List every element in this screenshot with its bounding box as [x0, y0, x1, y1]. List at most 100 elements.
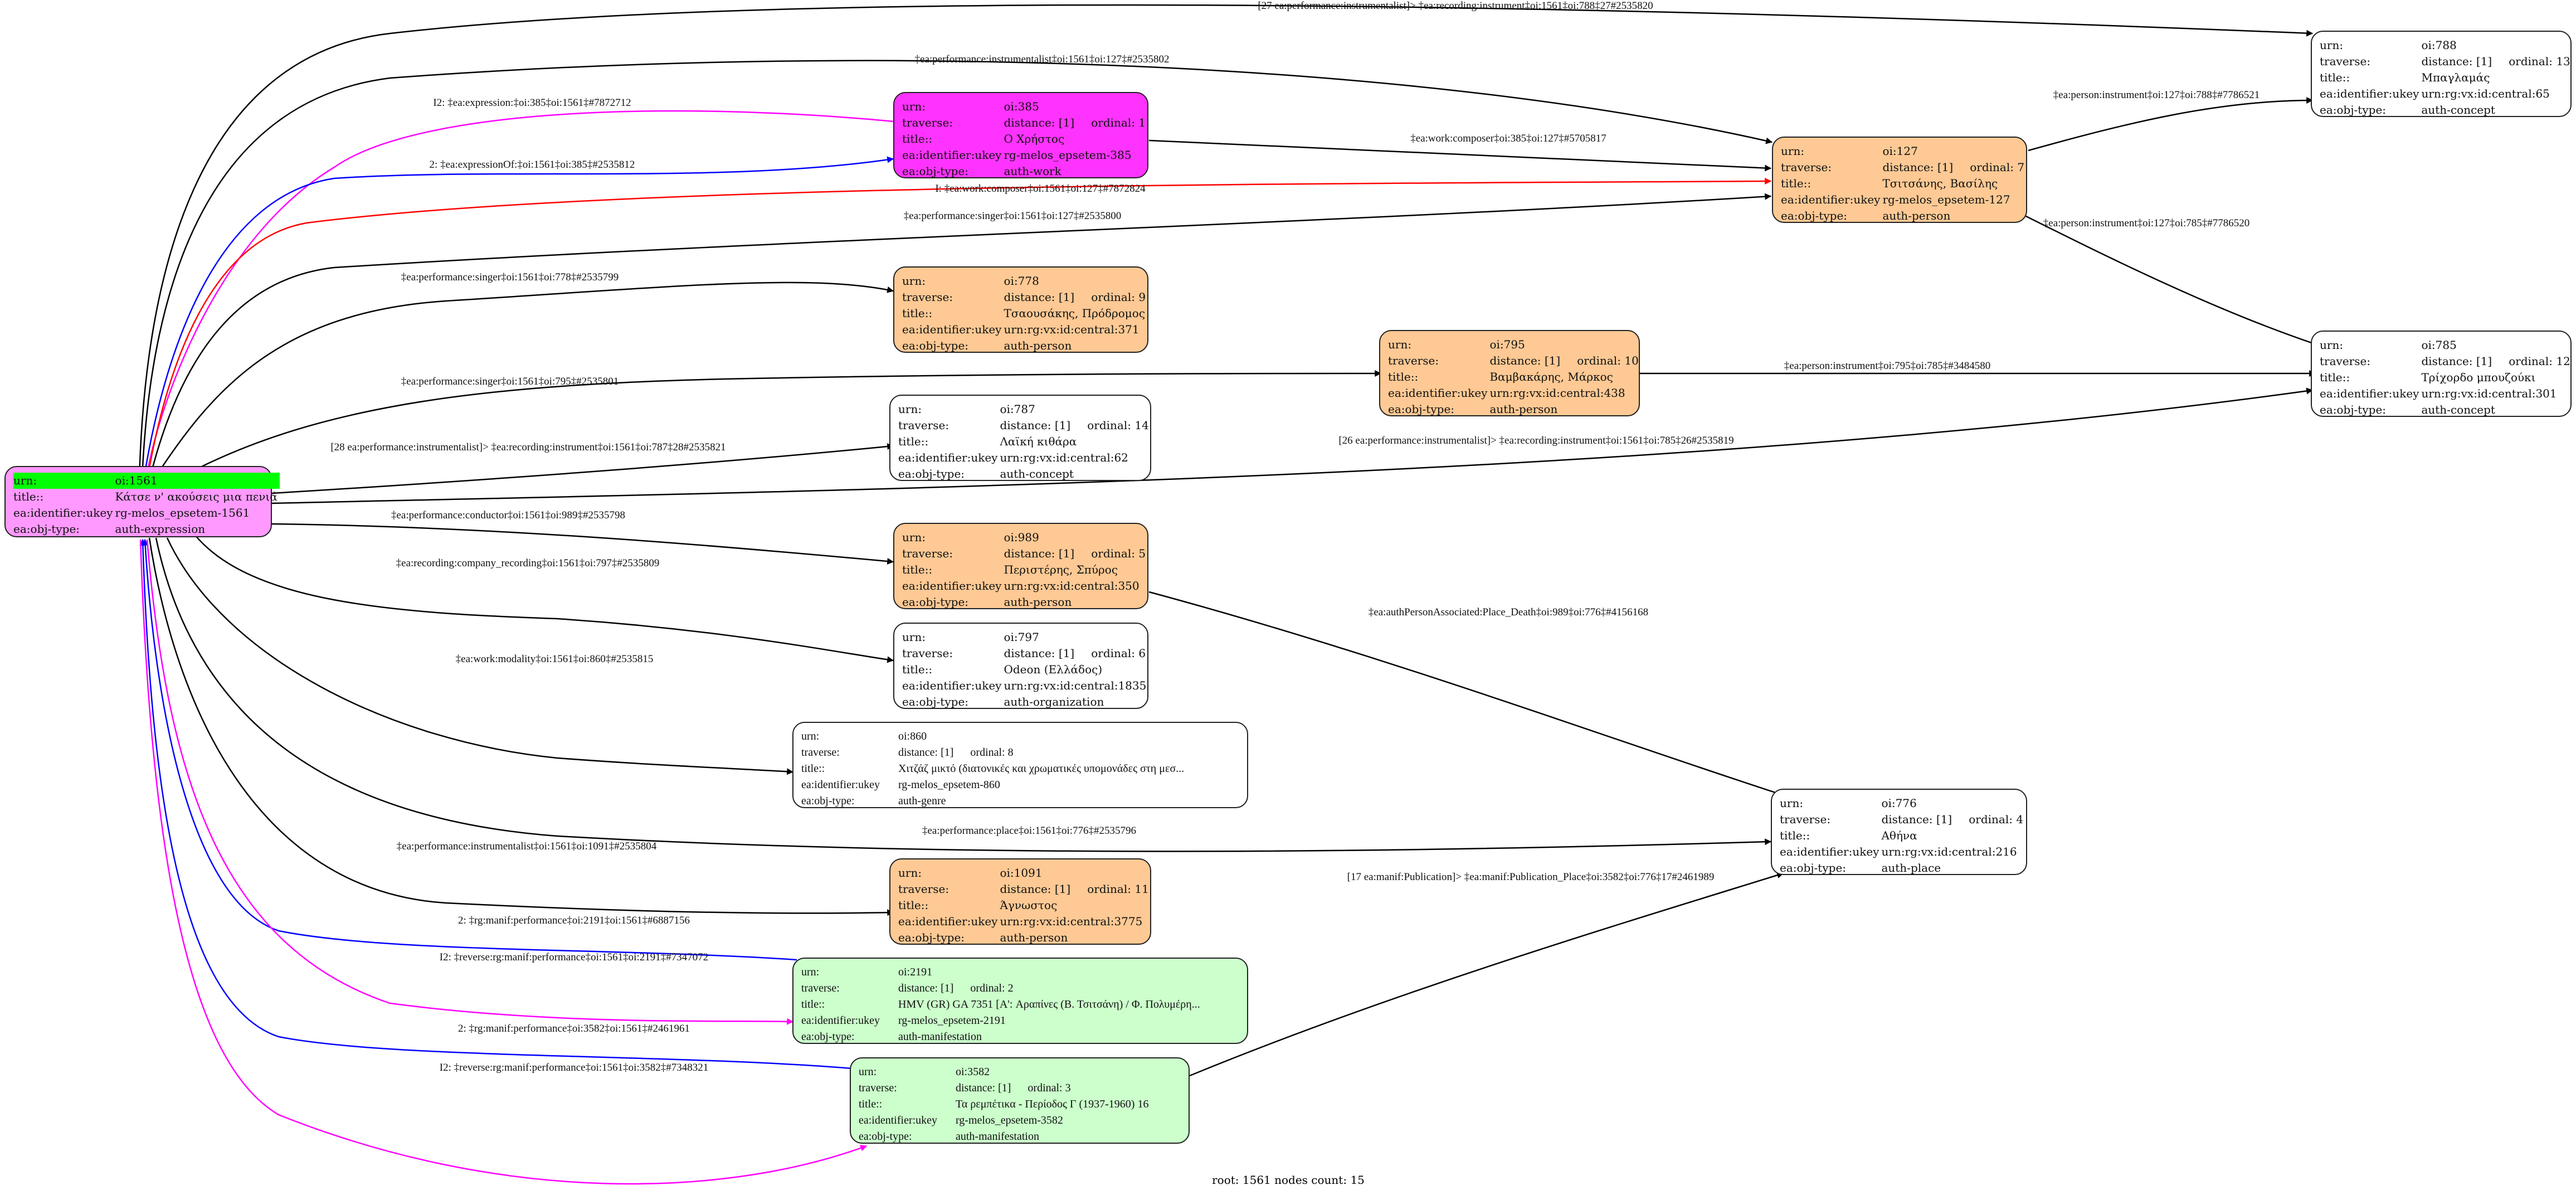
edge-label-e22: 2: ‡rg:manif:performance‡oi:2191‡oi:1561… [458, 915, 690, 926]
ukey-value: urn:rg:vx:id:central:1835 [1004, 679, 1147, 692]
title-label: title:: [1781, 177, 1812, 190]
node-root-1561[interactable]: urn:oi:1561 title::Κάτσε ν' ακούσεις μια… [4, 466, 280, 537]
edge-label-e6: I: ‡ea:work:composer‡oi:1561‡oi:127‡#787… [935, 183, 1146, 195]
urn-label: urn: [1781, 144, 1805, 158]
title-label: title:: [1388, 370, 1419, 383]
urn-label: urn: [2320, 338, 2344, 352]
urn-label: urn: [801, 966, 820, 978]
ukey-value: urn:rg:vx:id:central:350 [1004, 579, 1140, 592]
edge-e18[interactable] [166, 537, 794, 775]
edge-e24[interactable] [139, 538, 853, 1070]
objtype-label: ea:obj-type: [2320, 403, 2387, 416]
node-127[interactable]: urn: oi:127 traverse: distance: [1]ordinal:… [1772, 137, 2027, 223]
objtype-value: auth-organization [1004, 695, 1104, 708]
edge-label-e16: ‡ea:recording:company_recording‡oi:1561‡… [396, 557, 660, 569]
edge-e4[interactable] [143, 156, 894, 480]
urn-label: urn: [2320, 38, 2344, 52]
edge-e17[interactable] [1148, 591, 1794, 800]
edge-e22[interactable] [142, 538, 797, 961]
edge-e10[interactable] [152, 281, 894, 481]
traverse-value: distance: [1]ordinal: 12 [2421, 353, 2572, 370]
edge-e25[interactable] [139, 539, 868, 1185]
traverse-label: traverse: [801, 982, 840, 994]
urn-label: urn: [902, 100, 926, 113]
edge-e16[interactable] [194, 535, 894, 663]
ordinal-value: ordinal: 6 [1091, 647, 1146, 660]
urn-label: urn: [902, 630, 926, 644]
traverse-value: distance: [1]ordinal: 9 [1004, 289, 1148, 305]
urn-value: oi:860 [898, 730, 927, 742]
edge-e14[interactable] [271, 387, 2314, 504]
traverse-label: traverse: [801, 746, 840, 759]
objtype-label: ea:obj-type: [1388, 402, 1455, 416]
traverse-label: traverse: [1781, 161, 1832, 174]
title-value: Τσιτσάνης, Βασίλης [1882, 177, 1998, 190]
edge-e13[interactable] [271, 443, 894, 494]
title-value: Τρίχορδο μπουζούκι [2421, 371, 2536, 384]
edge-e1[interactable] [138, 4, 2314, 480]
objtype-value: auth-concept [2421, 403, 2495, 416]
edge-e5[interactable] [1148, 139, 1772, 172]
traverse-label: traverse: [902, 116, 953, 129]
objtype-value: auth-person [1004, 595, 1072, 609]
title-value: Τα ρεμπέτικα - Περίοδος Γ (1937-1960) 16 [956, 1098, 1149, 1110]
edge-label-e1: [27 ea:performance:instrumentalist]> ‡ea… [1258, 0, 1653, 12]
traverse-value: distance: [1]ordinal: 14 [1000, 417, 1151, 434]
edge-e23[interactable] [146, 539, 794, 1025]
urn-label: urn: [1780, 796, 1804, 810]
distance-value: distance: [1] [898, 746, 954, 759]
title-value: Μπαγλαμάς [2421, 71, 2490, 84]
objtype-value: auth-genre [898, 795, 946, 807]
title-value: Λαϊκή κιθάρα [1000, 435, 1077, 448]
objtype-value: auth-place [1881, 861, 1941, 875]
objtype-value: auth-person [1882, 209, 1951, 222]
ukey-label: ea:identifier:ukey [801, 1014, 880, 1027]
traverse-value: distance: [1]ordinal: 5 [1004, 546, 1148, 562]
edge-e7[interactable] [148, 193, 1772, 481]
edge-e15[interactable] [271, 523, 894, 565]
edge-e19[interactable] [155, 537, 1772, 852]
edge-e8[interactable] [2028, 97, 2314, 152]
title-label: title:: [902, 663, 933, 676]
title-label: title:: [801, 762, 825, 775]
traverse-label: traverse: [2320, 55, 2371, 68]
edge-e20[interactable] [148, 537, 894, 916]
edge-e6[interactable] [146, 178, 1772, 481]
distance-value: distance: [1] [1000, 882, 1071, 896]
edge-e2[interactable] [141, 60, 1773, 480]
title-value: Αθήνα [1881, 829, 1917, 842]
ordinal-value: ordinal: 12 [2509, 354, 2570, 368]
urn-value: oi:787 [1000, 402, 1035, 416]
edge-e3[interactable] [143, 110, 895, 480]
edge-e9[interactable] [2017, 211, 2326, 349]
traverse-value: distance: [1]ordinal: 7 [1882, 159, 2027, 176]
ordinal-value: ordinal: 13 [2509, 55, 2570, 68]
edge-e11[interactable] [200, 370, 1382, 468]
title-label: title:: [898, 435, 929, 448]
title-value: HMV (GR) GA 7351 [A': Αραπίνες (Β. Τσιτσ… [898, 998, 1200, 1011]
urn-value: oi:127 [1882, 144, 1918, 158]
edge-e21[interactable] [1189, 872, 1784, 1077]
ukey-label: ea:identifier:ukey [2320, 387, 2419, 400]
urn-value: oi:2191 [898, 966, 933, 978]
edge-label-e13: [28 ea:performance:instrumentalist]> ‡ea… [330, 441, 726, 453]
title-value: Ο Χρήστος [1004, 132, 1065, 145]
objtype-value: auth-person [1004, 339, 1072, 352]
ukey-value: rg-melos_epsetem-385 [1004, 148, 1132, 162]
objtype-label: ea:obj-type: [13, 522, 80, 536]
ukey-value: urn:rg:vx:id:central:301 [2421, 387, 2557, 400]
traverse-value: distance: [1]ordinal: 10 [1489, 353, 1640, 369]
